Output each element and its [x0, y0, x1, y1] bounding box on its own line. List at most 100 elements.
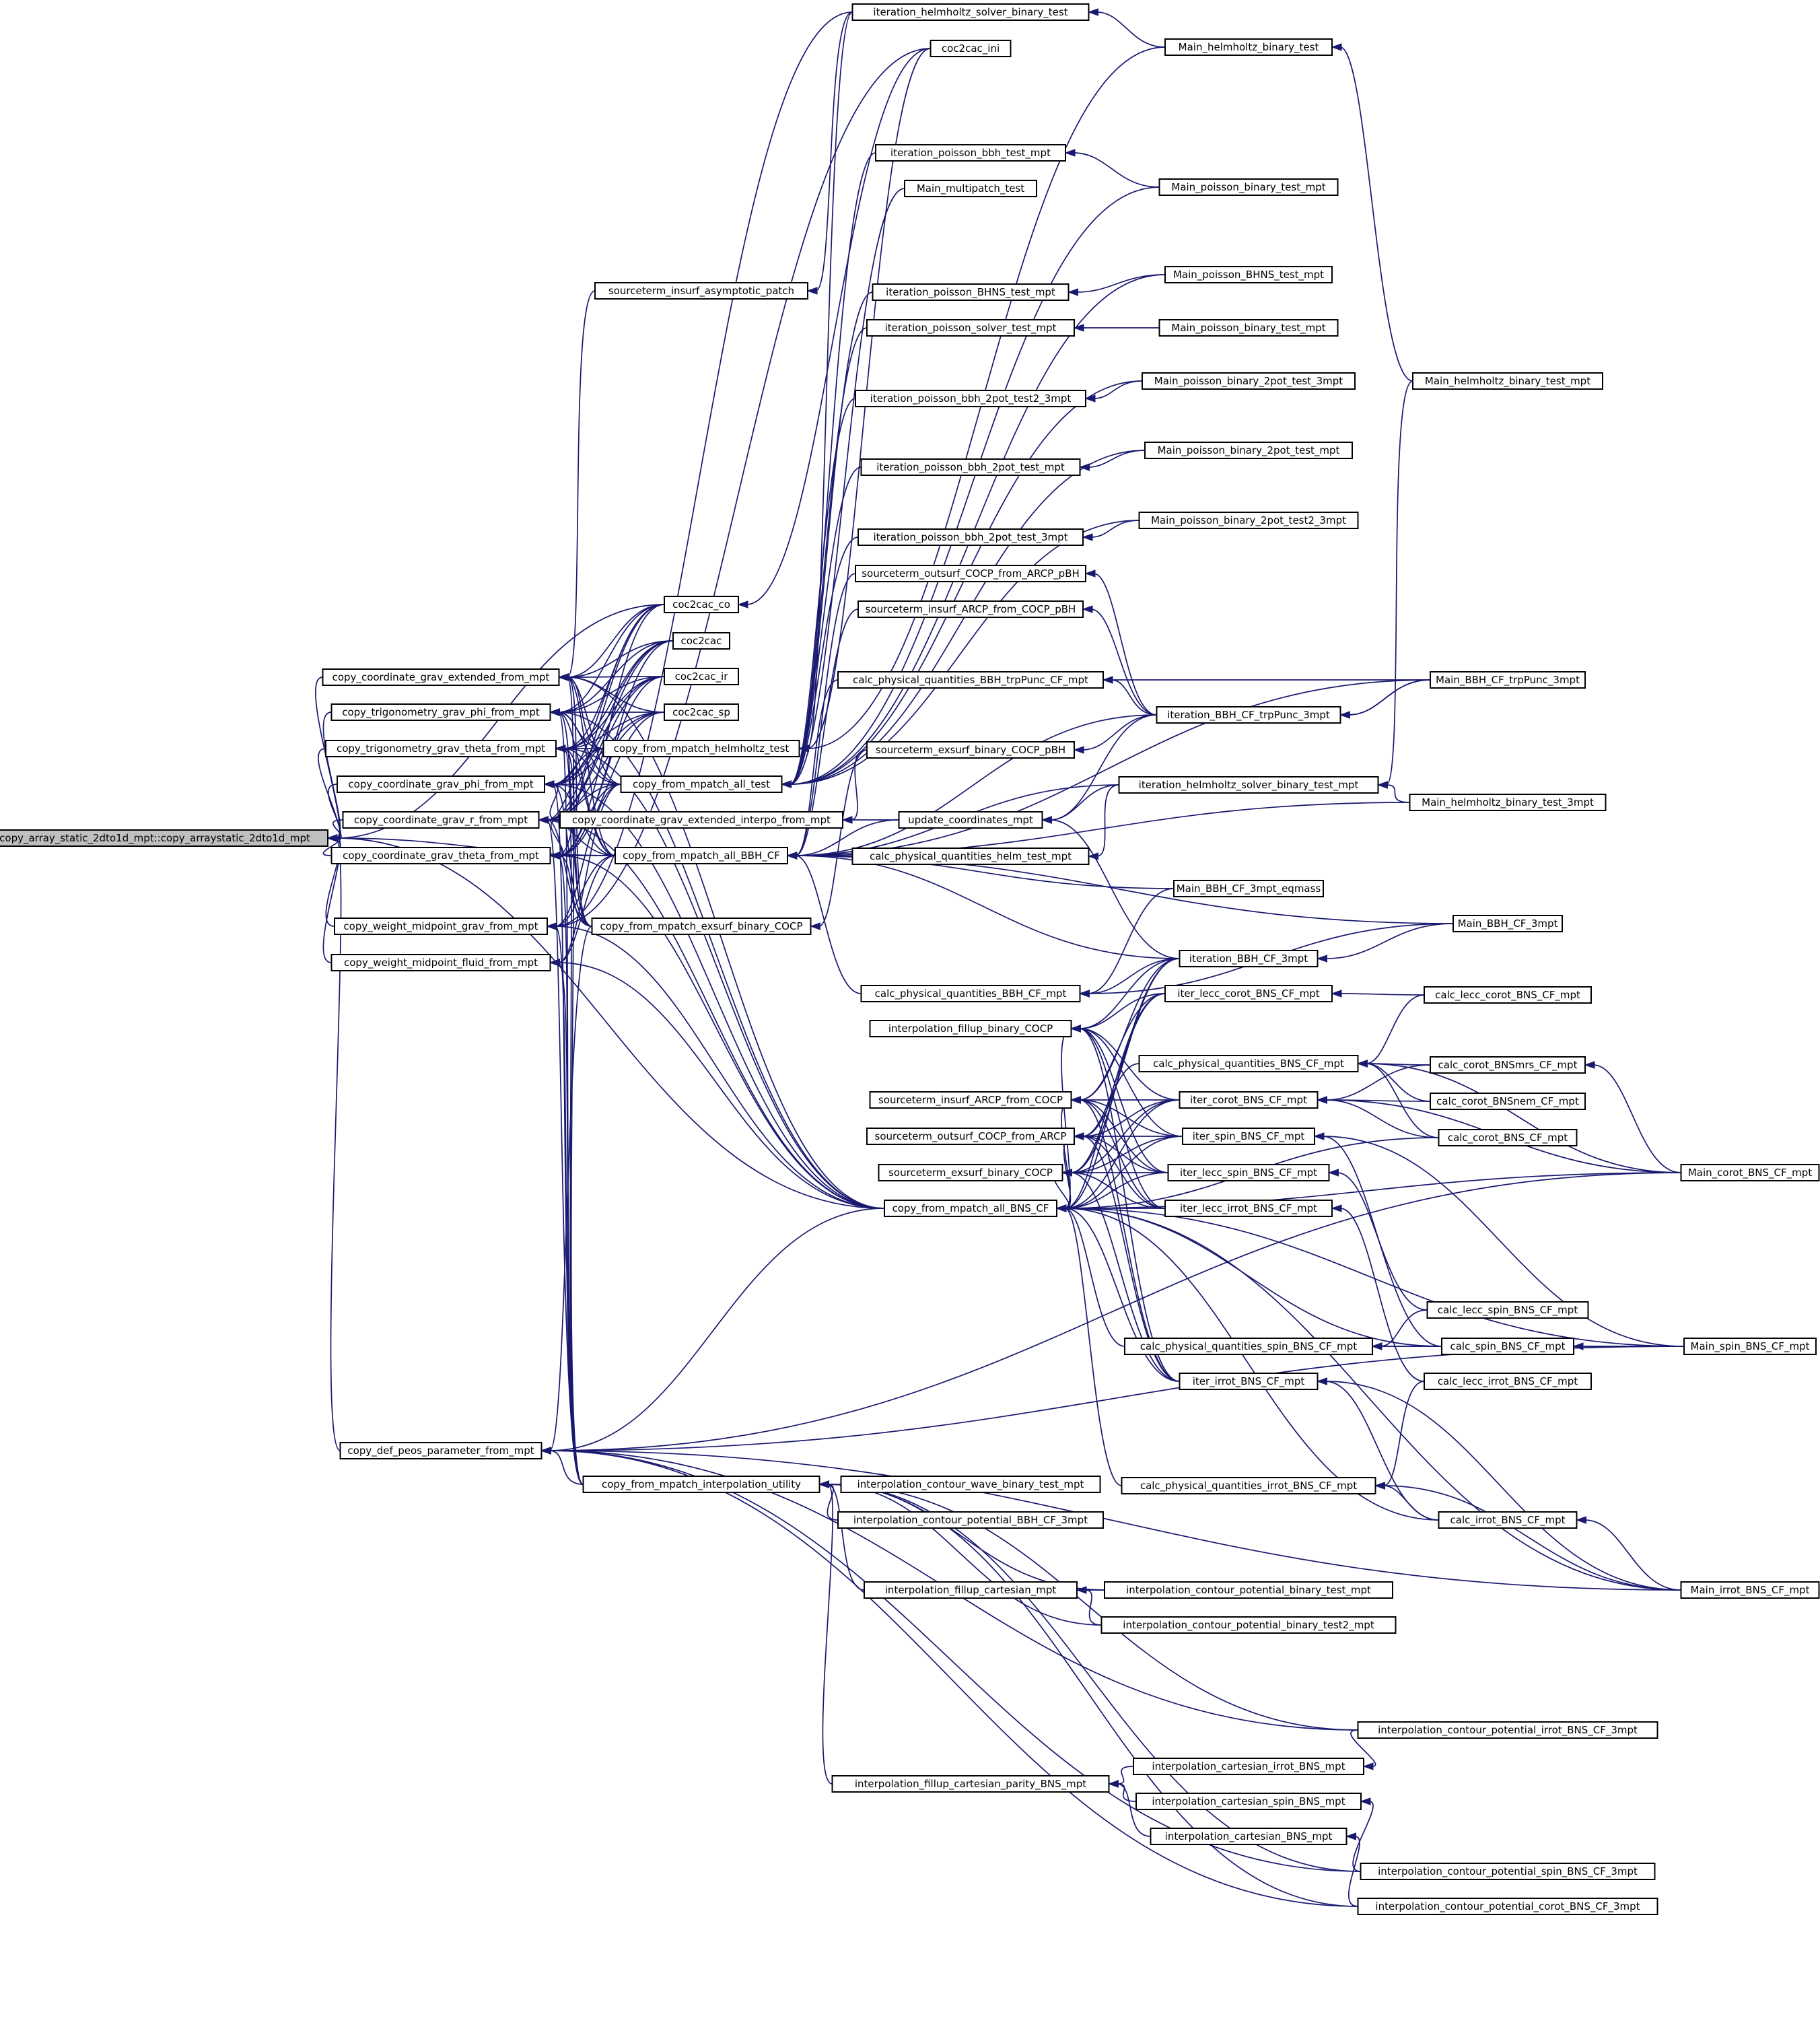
graph-node-ilcbns[interactable]: iter_lecc_corot_BNS_CF_mpt	[1164, 985, 1333, 1002]
graph-node-icpi3[interactable]: interpolation_contour_potential_irrot_BN…	[1357, 1721, 1658, 1739]
graph-node-icpbt2[interactable]: interpolation_contour_potential_binary_t…	[1100, 1616, 1397, 1634]
graph-node-sococp[interactable]: sourceterm_outsurf_COCP_from_ARCP_pBH	[855, 565, 1086, 582]
graph-node-clsbns[interactable]: calc_lecc_spin_BNS_CF_mpt	[1426, 1301, 1589, 1319]
graph-node-icpc3[interactable]: interpolation_contour_potential_corot_BN…	[1357, 1898, 1658, 1915]
graph-node-ipb2t3[interactable]: iteration_poisson_bbh_2pot_test_3mpt	[858, 528, 1084, 546]
graph-node-cibns[interactable]: calc_irrot_BNS_CF_mpt	[1438, 1511, 1578, 1529]
graph-node-cpqbbh[interactable]: calc_physical_quantities_BBH_trpPunc_CF_…	[837, 671, 1104, 689]
graph-node-cgef[interactable]: copy_coordinate_grav_extended_from_mpt	[322, 668, 560, 686]
graph-node-icpbt[interactable]: interpolation_contour_potential_binary_t…	[1104, 1581, 1393, 1599]
graph-node-isbns[interactable]: iter_spin_BNS_CF_mpt	[1182, 1128, 1315, 1145]
graph-node-sebc[interactable]: sourceterm_exsurf_binary_COCP_pBH	[866, 741, 1075, 759]
graph-node-cpqbbhcf[interactable]: calc_physical_quantities_BBH_CF_mpt	[860, 985, 1081, 1002]
edge-arrowhead	[786, 852, 798, 860]
graph-node-icsbns[interactable]: interpolation_cartesian_spin_BNS_mpt	[1135, 1793, 1362, 1810]
graph-node-ibbh3[interactable]: iteration_BBH_CF_3mpt	[1179, 950, 1319, 967]
graph-node-msbns[interactable]: Main_spin_BNS_CF_mpt	[1683, 1338, 1817, 1355]
graph-node-c2cir[interactable]: coc2cac_ir	[664, 668, 739, 685]
graph-node-mcbns[interactable]: Main_corot_BNS_CF_mpt	[1680, 1164, 1820, 1181]
graph-node-cfmh[interactable]: copy_from_mpatch_helmholtz_test	[602, 740, 800, 757]
graph-node-c2cini[interactable]: coc2cac_ini	[930, 40, 1012, 57]
graph-node-cwmg[interactable]: copy_weight_midpoint_grav_from_mpt	[334, 918, 548, 935]
graph-node-mpb2t23[interactable]: Main_poisson_binary_2pot_test2_3mpt	[1138, 512, 1359, 529]
graph-node-icibns[interactable]: interpolation_cartesian_irrot_BNS_mpt	[1133, 1758, 1364, 1775]
graph-node-c2c[interactable]: coc2cac	[672, 632, 730, 650]
graph-node-c2csp[interactable]: coc2cac_sp	[664, 703, 739, 721]
graph-node-ilibns[interactable]: iter_lecc_irrot_BNS_CF_mpt	[1164, 1200, 1333, 1217]
graph-node-ihsbt[interactable]: iteration_helmholtz_solver_binary_test	[851, 3, 1090, 21]
graph-edge-c2c-to-ccgp	[552, 640, 674, 785]
edge-arrowhead	[806, 287, 818, 295]
graph-edge-cfme-to-ccgt	[558, 855, 592, 927]
graph-node-ipb2t2[interactable]: iteration_poisson_bbh_2pot_test2_3mpt	[855, 390, 1086, 407]
graph-node-cpqibns[interactable]: calc_physical_quantities_irrot_BNS_CF_mp…	[1121, 1477, 1376, 1494]
graph-node-mibns[interactable]: Main_irrot_BNS_CF_mpt	[1680, 1581, 1820, 1599]
graph-node-ucm[interactable]: update_coordinates_mpt	[898, 811, 1043, 829]
graph-node-mbbhtrp[interactable]: Main_BBH_CF_trpPunc_3mpt	[1430, 671, 1586, 689]
graph-node-ifbc[interactable]: interpolation_fillup_binary_COCP	[869, 1020, 1072, 1037]
graph-node-sebcocp[interactable]: sourceterm_exsurf_binary_COCP	[878, 1164, 1063, 1181]
graph-node-ipb2t[interactable]: iteration_poisson_bbh_2pot_test_mpt	[860, 458, 1081, 476]
graph-node-icpbbh[interactable]: interpolation_contour_potential_BBH_CF_3…	[837, 1511, 1104, 1529]
node-label: copy_weight_midpoint_fluid_from_mpt	[344, 957, 538, 969]
node-box	[869, 1020, 1072, 1037]
graph-node-mhbt[interactable]: Main_helmholtz_binary_test	[1164, 38, 1333, 56]
graph-node-ccgei[interactable]: copy_coordinate_grav_extended_interpo_fr…	[559, 811, 843, 829]
graph-node-cfme[interactable]: copy_from_mpatch_exsurf_binary_COCP	[591, 918, 812, 935]
graph-node-cpqsbns[interactable]: calc_physical_quantities_spin_BNS_CF_mpt	[1124, 1338, 1373, 1355]
graph-node-cfma[interactable]: copy_from_mpatch_all_test	[620, 775, 783, 793]
graph-node-ibbhtrp[interactable]: iteration_BBH_CF_trpPunc_3mpt	[1156, 706, 1341, 724]
graph-node-mhbt3[interactable]: Main_helmholtz_binary_test_3mpt	[1409, 794, 1607, 811]
graph-node-cpqhelm[interactable]: calc_physical_quantities_helm_test_mpt	[851, 848, 1090, 865]
graph-node-cpqbns[interactable]: calc_physical_quantities_BNS_CF_mpt	[1138, 1055, 1359, 1072]
graph-node-ccgp[interactable]: copy_coordinate_grav_phi_from_mpt	[337, 775, 545, 793]
graph-node-mpbtm2[interactable]: Main_poisson_binary_test_mpt	[1158, 319, 1339, 337]
graph-node-ccbns[interactable]: calc_corot_BNS_CF_mpt	[1438, 1129, 1578, 1146]
graph-node-sias[interactable]: sourceterm_insurf_asymptotic_patch	[594, 282, 808, 300]
graph-node-icps3[interactable]: interpolation_contour_potential_spin_BNS…	[1360, 1863, 1656, 1880]
graph-node-siarcp[interactable]: sourceterm_insurf_ARCP_from_COCP_pBH	[858, 600, 1084, 618]
graph-node-cwmf[interactable]: copy_weight_midpoint_fluid_from_mpt	[330, 954, 551, 971]
graph-node-ccgt[interactable]: copy_coordinate_grav_theta_from_mpt	[330, 847, 551, 864]
edge-arrowhead	[1055, 1204, 1067, 1212]
graph-node-mpb2t[interactable]: Main_poisson_binary_2pot_test_mpt	[1144, 442, 1353, 459]
graph-node-ctgt[interactable]: copy_trigonometry_grav_theta_from_mpt	[325, 740, 557, 757]
graph-node-mpbtm[interactable]: Main_poisson_binary_test_mpt	[1158, 178, 1339, 196]
graph-node-ctgp[interactable]: copy_trigonometry_grav_phi_from_mpt	[330, 703, 551, 721]
graph-node-icwbt[interactable]: interpolation_contour_wave_binary_test_m…	[840, 1476, 1101, 1493]
graph-node-socfa[interactable]: sourceterm_outsurf_COCP_from_ARCP	[866, 1128, 1075, 1145]
graph-node-mmt[interactable]: Main_multipatch_test	[904, 180, 1037, 197]
graph-node-iibns[interactable]: iter_irrot_BNS_CF_mpt	[1179, 1373, 1319, 1390]
graph-node-mpb2t3[interactable]: Main_poisson_binary_2pot_test_3mpt	[1142, 372, 1356, 390]
graph-node-ipbbhtm[interactable]: iteration_poisson_bbh_test_mpt	[875, 144, 1066, 162]
edge-arrowhead	[818, 1480, 829, 1488]
graph-node-clibns[interactable]: calc_lecc_irrot_BNS_CF_mpt	[1424, 1373, 1592, 1390]
graph-node-ipst[interactable]: iteration_poisson_solver_test_mpt	[866, 319, 1075, 337]
graph-edge-mcbns-to-ccbnsmrs	[1593, 1064, 1681, 1173]
graph-node-ifcp[interactable]: interpolation_fillup_cartesian_parity_BN…	[831, 1775, 1110, 1793]
node-label: copy_from_mpatch_all_BNS_CF	[893, 1202, 1049, 1215]
graph-node-siafc[interactable]: sourceterm_insurf_ARCP_from_COCP	[869, 1091, 1072, 1109]
graph-node-ccgr[interactable]: copy_coordinate_grav_r_from_mpt	[342, 811, 540, 829]
graph-node-c2cco[interactable]: coc2cac_co	[664, 596, 739, 613]
graph-node-ifcm[interactable]: interpolation_fillup_cartesian_mpt	[864, 1581, 1078, 1599]
graph-node-mbbh3[interactable]: Main_BBH_CF_3mpt	[1452, 915, 1563, 932]
graph-node-icbns[interactable]: iter_corot_BNS_CF_mpt	[1179, 1091, 1319, 1109]
graph-node-icbnsm[interactable]: interpolation_cartesian_BNS_mpt	[1150, 1828, 1348, 1845]
graph-node-ccbnsmrs[interactable]: calc_corot_BNSmrs_CF_mpt	[1430, 1056, 1586, 1074]
graph-node-clcbns[interactable]: calc_lecc_corot_BNS_CF_mpt	[1424, 986, 1592, 1004]
graph-node-ilsbns[interactable]: iter_lecc_spin_BNS_CF_mpt	[1167, 1164, 1330, 1181]
graph-node-root[interactable]: copy_array_static_2dto1d_mpt::copy_array…	[0, 829, 328, 847]
graph-node-mbbhe[interactable]: Main_BBH_CF_3mpt_eqmass	[1173, 880, 1324, 897]
graph-node-cfmi[interactable]: copy_from_mpatch_interpolation_utility	[582, 1476, 820, 1493]
graph-node-cdpp[interactable]: copy_def_peos_parameter_from_mpt	[339, 1442, 542, 1459]
graph-node-ccbnsnem[interactable]: calc_corot_BNSnem_CF_mpt	[1430, 1093, 1586, 1110]
graph-node-cfmb[interactable]: copy_from_mpatch_all_BBH_CF	[615, 847, 788, 864]
graph-node-mpBHNS[interactable]: Main_poisson_BHNS_test_mpt	[1164, 266, 1333, 283]
graph-node-csbns[interactable]: calc_spin_BNS_CF_mpt	[1441, 1338, 1574, 1355]
graph-node-mhbtm[interactable]: Main_helmholtz_binary_test_mpt	[1412, 372, 1603, 390]
graph-edge-c2cco-to-ctgp	[558, 604, 665, 713]
graph-node-ipBHNS[interactable]: iteration_poisson_BHNS_test_mpt	[872, 283, 1070, 301]
graph-node-ihsbtm[interactable]: iteration_helmholtz_solver_binary_test_m…	[1118, 776, 1379, 794]
graph-node-cfmbns[interactable]: copy_from_mpatch_all_BNS_CF	[884, 1200, 1057, 1217]
